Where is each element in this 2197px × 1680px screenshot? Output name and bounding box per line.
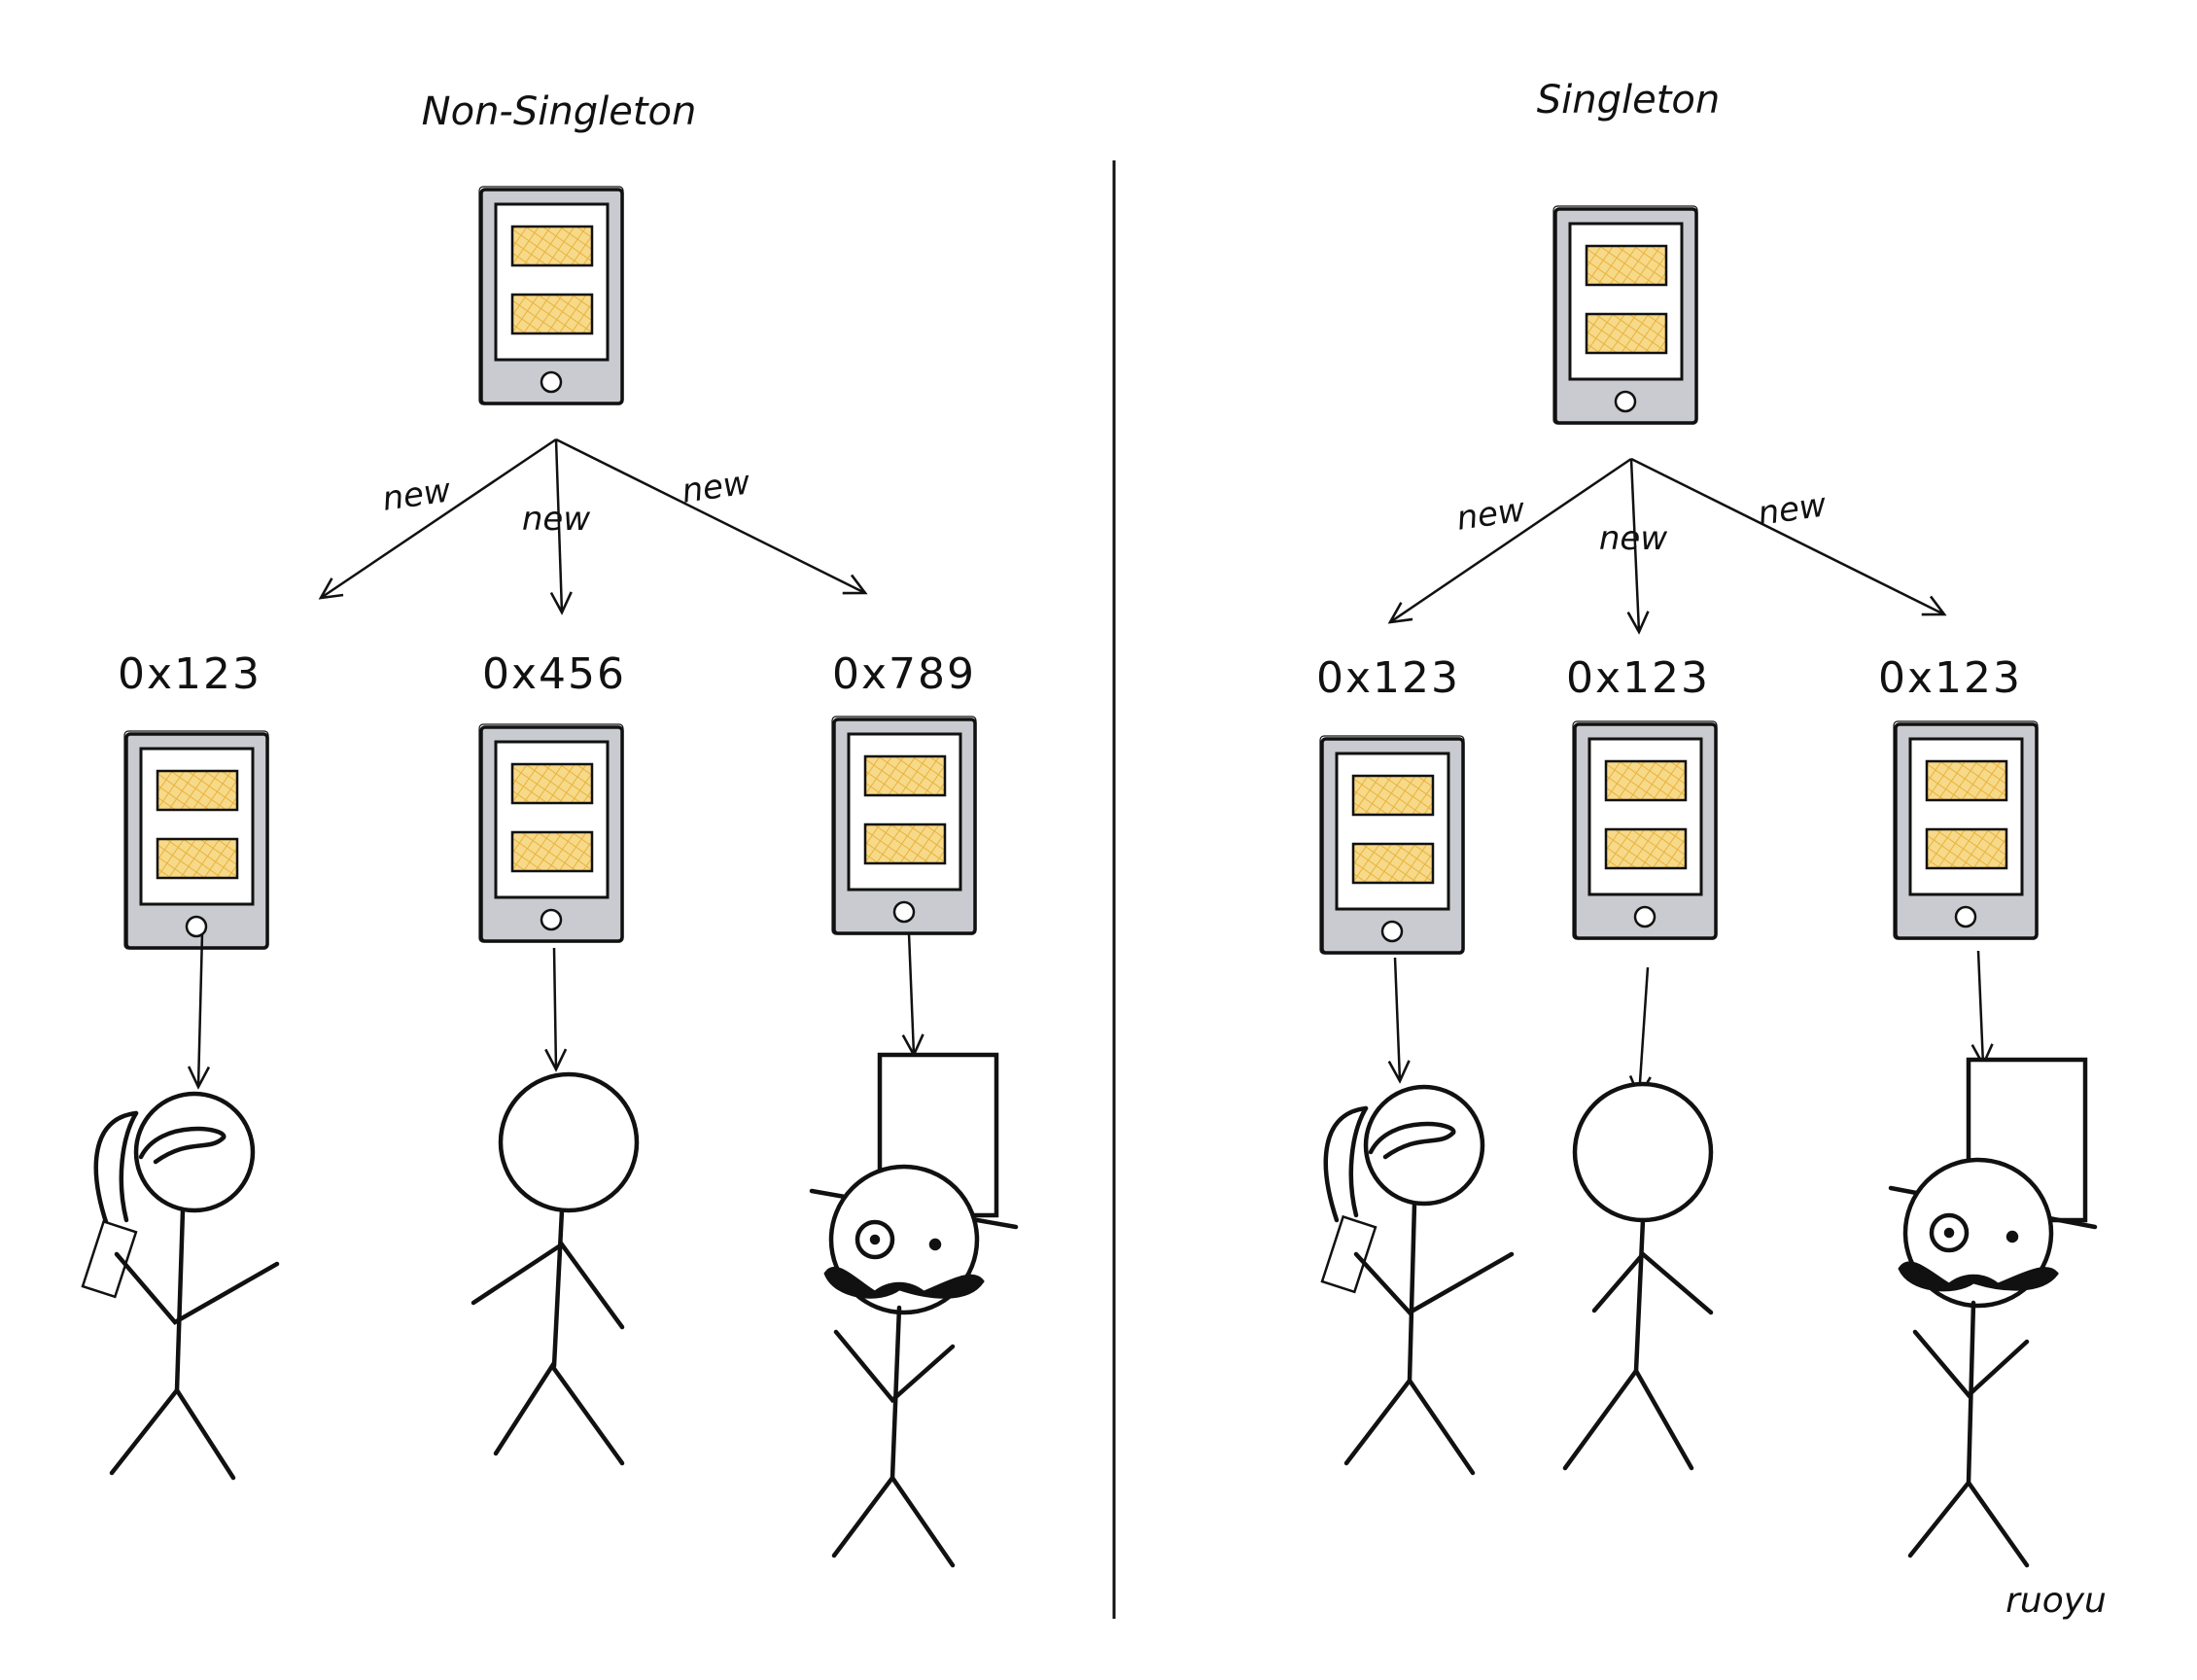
arrow-new-left: [321, 438, 557, 598]
arrows-non-singleton: [198, 438, 914, 1087]
device-prototype-icon: [1552, 205, 1698, 425]
screen-card: [510, 762, 594, 805]
panel-title-non-singleton: Non-Singleton: [422, 89, 697, 134]
screen-card: [510, 225, 594, 267]
arrow-to-user-3: [1978, 950, 1983, 1065]
screen-card: [156, 769, 239, 812]
user-gentleman-top-hat: [1888, 1057, 2098, 1568]
screen-card: [1585, 312, 1668, 355]
home-button-icon: [1380, 920, 1404, 943]
device-instance-icon: [1893, 720, 2039, 940]
home-button-icon: [892, 900, 916, 924]
arrow-to-user-1: [1395, 957, 1400, 1081]
author-signature: ruoyu: [2005, 1581, 2107, 1621]
arrow-to-user-1: [198, 932, 202, 1087]
instance-address: 0x456: [482, 649, 626, 699]
edge-label-new-middle: new: [1599, 519, 1667, 558]
instance-address: 0x123: [1878, 653, 2022, 703]
arrow-new-middle: [556, 438, 562, 612]
arrow-new-right: [555, 438, 865, 593]
edge-label-new-right: new: [1756, 485, 1829, 533]
home-button-icon: [1954, 905, 1977, 928]
arrow-to-user-2: [1639, 966, 1648, 1097]
screen-card: [156, 837, 239, 880]
screen-card: [510, 830, 594, 873]
user-plain-stick-figure: [471, 1071, 640, 1466]
arrow-to-user-3: [909, 932, 914, 1055]
user-girl-with-phone: [81, 1091, 280, 1481]
screen-card: [1351, 842, 1435, 885]
user-plain-stick-figure: [1562, 1081, 1714, 1471]
devices-layer: [123, 186, 2039, 955]
screen-card: [1604, 759, 1688, 802]
device-instance-icon: [1572, 720, 1718, 940]
home-button-icon: [1633, 905, 1656, 928]
instance-address: 0x123: [1316, 653, 1460, 703]
screen-card: [1585, 244, 1668, 287]
home-button-icon: [1614, 390, 1637, 413]
edge-label-new-left: new: [1454, 490, 1527, 538]
arrows-singleton: [1390, 457, 1983, 1097]
screen-card: [510, 293, 594, 335]
device-instance-icon: [123, 730, 269, 950]
user-gentleman-top-hat: [809, 1052, 1019, 1568]
instance-address: 0x123: [118, 649, 262, 699]
panel-title-singleton: Singleton: [1537, 78, 1720, 122]
screen-card: [863, 754, 947, 797]
screen-card: [1604, 827, 1688, 870]
arrow-new-right: [1630, 457, 1944, 614]
screen-card: [1351, 774, 1435, 817]
device-instance-icon: [478, 723, 624, 943]
screen-card: [1925, 759, 2008, 802]
home-button-icon: [540, 908, 563, 931]
arrow-new-left: [1390, 457, 1632, 622]
user-girl-with-phone: [1320, 1084, 1515, 1476]
device-prototype-icon: [478, 186, 624, 405]
arrow-to-user-2: [554, 947, 556, 1069]
instance-address: 0x789: [832, 649, 976, 699]
instance-address: 0x123: [1566, 653, 1710, 703]
home-button-icon: [540, 370, 563, 394]
edge-label-new-middle: new: [522, 500, 590, 539]
screen-card: [863, 822, 947, 865]
device-instance-icon: [831, 716, 977, 935]
arrow-new-middle: [1631, 458, 1639, 632]
device-instance-icon: [1319, 735, 1465, 955]
screen-card: [1925, 827, 2008, 870]
edge-label-new-right: new: [680, 463, 752, 510]
home-button-icon: [185, 915, 208, 938]
edge-label-new-left: new: [380, 471, 453, 518]
